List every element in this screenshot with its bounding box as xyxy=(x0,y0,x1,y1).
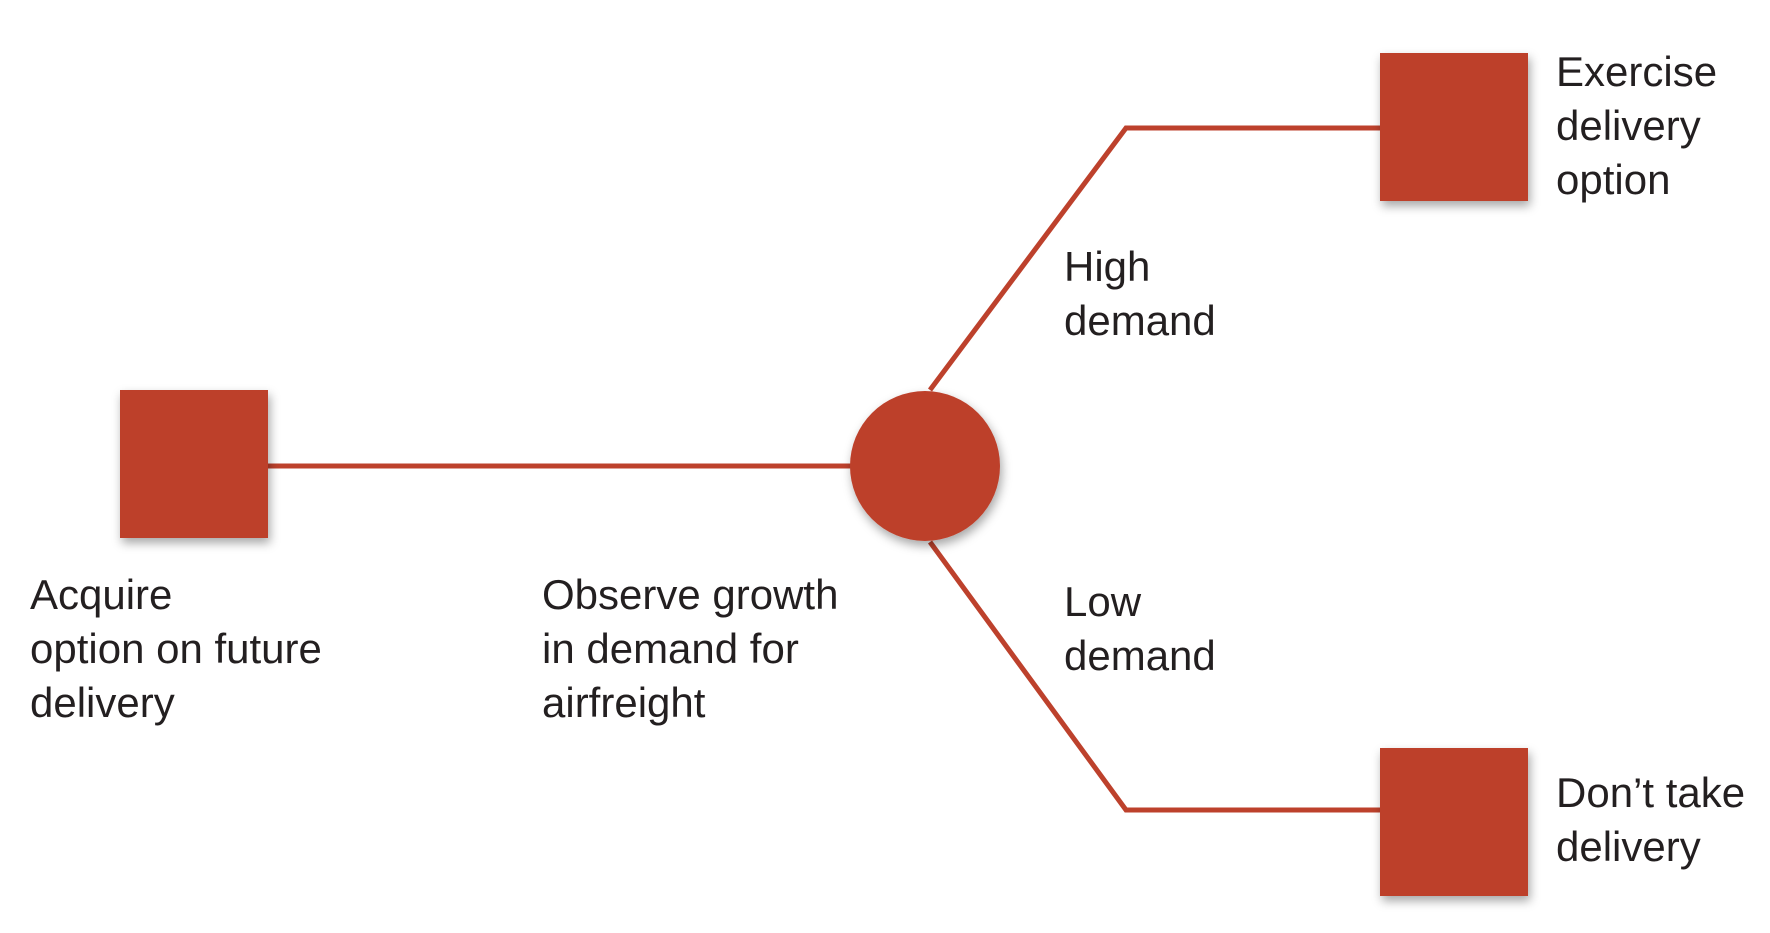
label-acquire-option: Acquire option on future delivery xyxy=(30,568,322,730)
label-line: airfreight xyxy=(542,679,706,726)
edge-high-demand xyxy=(927,125,1385,392)
label-no-delivery: Don’t take delivery xyxy=(1556,766,1745,874)
decision-node-acquire-option xyxy=(120,390,268,538)
label-high-demand: High demand xyxy=(1064,240,1216,348)
label-line: Acquire xyxy=(30,571,173,618)
chance-node-demand xyxy=(850,391,1000,541)
label-exercise-option: Exercise delivery option xyxy=(1556,45,1717,207)
label-line: Low xyxy=(1064,578,1142,625)
label-line: in demand for xyxy=(542,625,799,672)
label-line: demand xyxy=(1064,632,1216,679)
label-line: delivery xyxy=(1556,823,1701,870)
decision-node-no-delivery xyxy=(1380,748,1528,896)
label-line: Exercise xyxy=(1556,48,1718,95)
decision-node-exercise-option xyxy=(1380,53,1528,201)
label-line: demand xyxy=(1064,297,1216,344)
label-line: Don’t take xyxy=(1556,769,1746,816)
label-line: option xyxy=(1556,156,1671,203)
label-line: delivery xyxy=(1556,102,1701,149)
label-line: Observe growth xyxy=(542,571,839,618)
label-line: High xyxy=(1064,243,1151,290)
label-line: option on future xyxy=(30,625,322,672)
label-observe-growth: Observe growth in demand for airfreight xyxy=(542,568,838,730)
label-low-demand: Low demand xyxy=(1064,575,1216,683)
edge-low-demand xyxy=(927,540,1385,813)
label-line: delivery xyxy=(30,679,175,726)
